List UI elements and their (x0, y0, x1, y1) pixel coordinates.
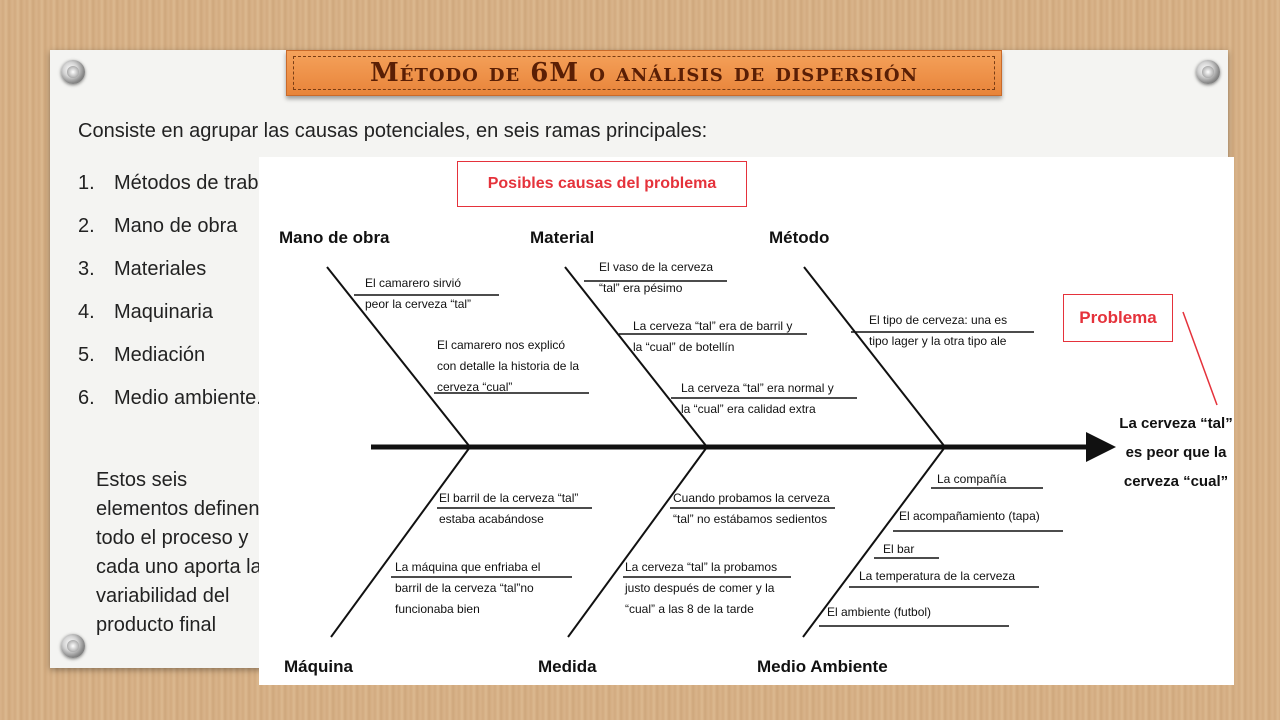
list-number: 6. (78, 387, 95, 409)
list-number: 3. (78, 258, 95, 280)
six-m-list: 1. Métodos de trabajo 2. Mano de obra 3. Ma… (78, 172, 285, 430)
branch-label-maquina: Máquina (284, 657, 353, 676)
cause-label: Cuando probamos la cerveza “tal” no está… (673, 491, 830, 526)
fishbone-lines (326, 266, 1218, 638)
bolt-icon (61, 634, 85, 658)
list-item: 1. Métodos de trabajo (78, 172, 285, 215)
list-item: 6. Medio ambiente. (78, 387, 285, 430)
list-label: Materiales (114, 258, 207, 280)
slide-title: Método de 6M o análisis de dispersión (293, 56, 995, 90)
list-number: 5. (78, 344, 95, 366)
list-label: Maquinaria (114, 301, 213, 323)
bone-metodo (803, 266, 946, 448)
list-number: 1. (78, 172, 95, 194)
list-item: 3. Materiales (78, 258, 285, 301)
fishbone-diagram: Posibles causas del problema Problema Ma… (259, 157, 1234, 685)
list-label: Mano de obra (114, 215, 238, 237)
cause-label: El tipo de cerveza: una es tipo lager y … (869, 313, 1008, 348)
cause-label: La temperatura de la cerveza (859, 569, 1016, 583)
cause-label: El camarero nos explicó con detalle la h… (437, 338, 580, 394)
intro-text: Consiste en agrupar las causas potencial… (78, 120, 708, 142)
cause-label: El vaso de la cerveza “tal” era pésimo (599, 260, 714, 295)
bone-mano-de-obra (326, 266, 471, 448)
cause-label: El camarero sirvió peor la cerveza “tal” (365, 276, 472, 311)
list-label: Mediación (114, 344, 206, 366)
list-item: 4. Maquinaria (78, 301, 285, 344)
cause-label: El ambiente (futbol) (827, 605, 932, 619)
cause-label: El bar (883, 542, 915, 556)
branch-label-metodo: Método (769, 228, 830, 247)
cause-label: El barril de la cerveza “tal” estaba aca… (439, 491, 579, 526)
cause-label: El acompañamiento (tapa) (899, 509, 1040, 523)
cause-label: La cerveza “tal” era de barril y la “cua… (633, 319, 793, 354)
bolt-icon (61, 60, 85, 84)
cause-label: La compañía (937, 472, 1007, 486)
causes-title-box: Posibles causas del problema (457, 161, 747, 207)
branch-label-material: Material (530, 228, 595, 247)
bone-maquina (330, 446, 471, 638)
list-label: Medio ambiente. (114, 387, 262, 409)
effect-label: La cerveza “tal” es peor que la cerveza … (1119, 415, 1233, 490)
branch-label-mano-de-obra: Mano de obra (279, 228, 390, 247)
problem-connector (1182, 311, 1218, 406)
bone-medida (567, 446, 708, 638)
note-text: Estos seis elementos definen todo el pro… (96, 469, 262, 636)
bone-medio-ambiente (802, 446, 946, 638)
list-number: 2. (78, 215, 95, 237)
branch-label-medida: Medida (538, 657, 597, 676)
title-banner: Método de 6M o análisis de dispersión (286, 50, 1002, 96)
problem-box: Problema (1063, 294, 1173, 342)
cause-label: La cerveza “tal” era normal y la “cual” … (681, 381, 834, 416)
list-number: 4. (78, 301, 95, 323)
list-label: Métodos de trabajo (114, 172, 286, 194)
bolt-icon (1196, 60, 1220, 84)
bone-material (564, 266, 708, 448)
cause-label: La cerveza “tal” la probamos justo despu… (625, 560, 778, 616)
list-item: 2. Mano de obra (78, 215, 285, 258)
cause-label: La máquina que enfriaba el barril de la … (395, 560, 541, 616)
branch-label-medio-ambiente: Medio Ambiente (757, 657, 888, 676)
list-item: 5. Mediación (78, 344, 285, 387)
